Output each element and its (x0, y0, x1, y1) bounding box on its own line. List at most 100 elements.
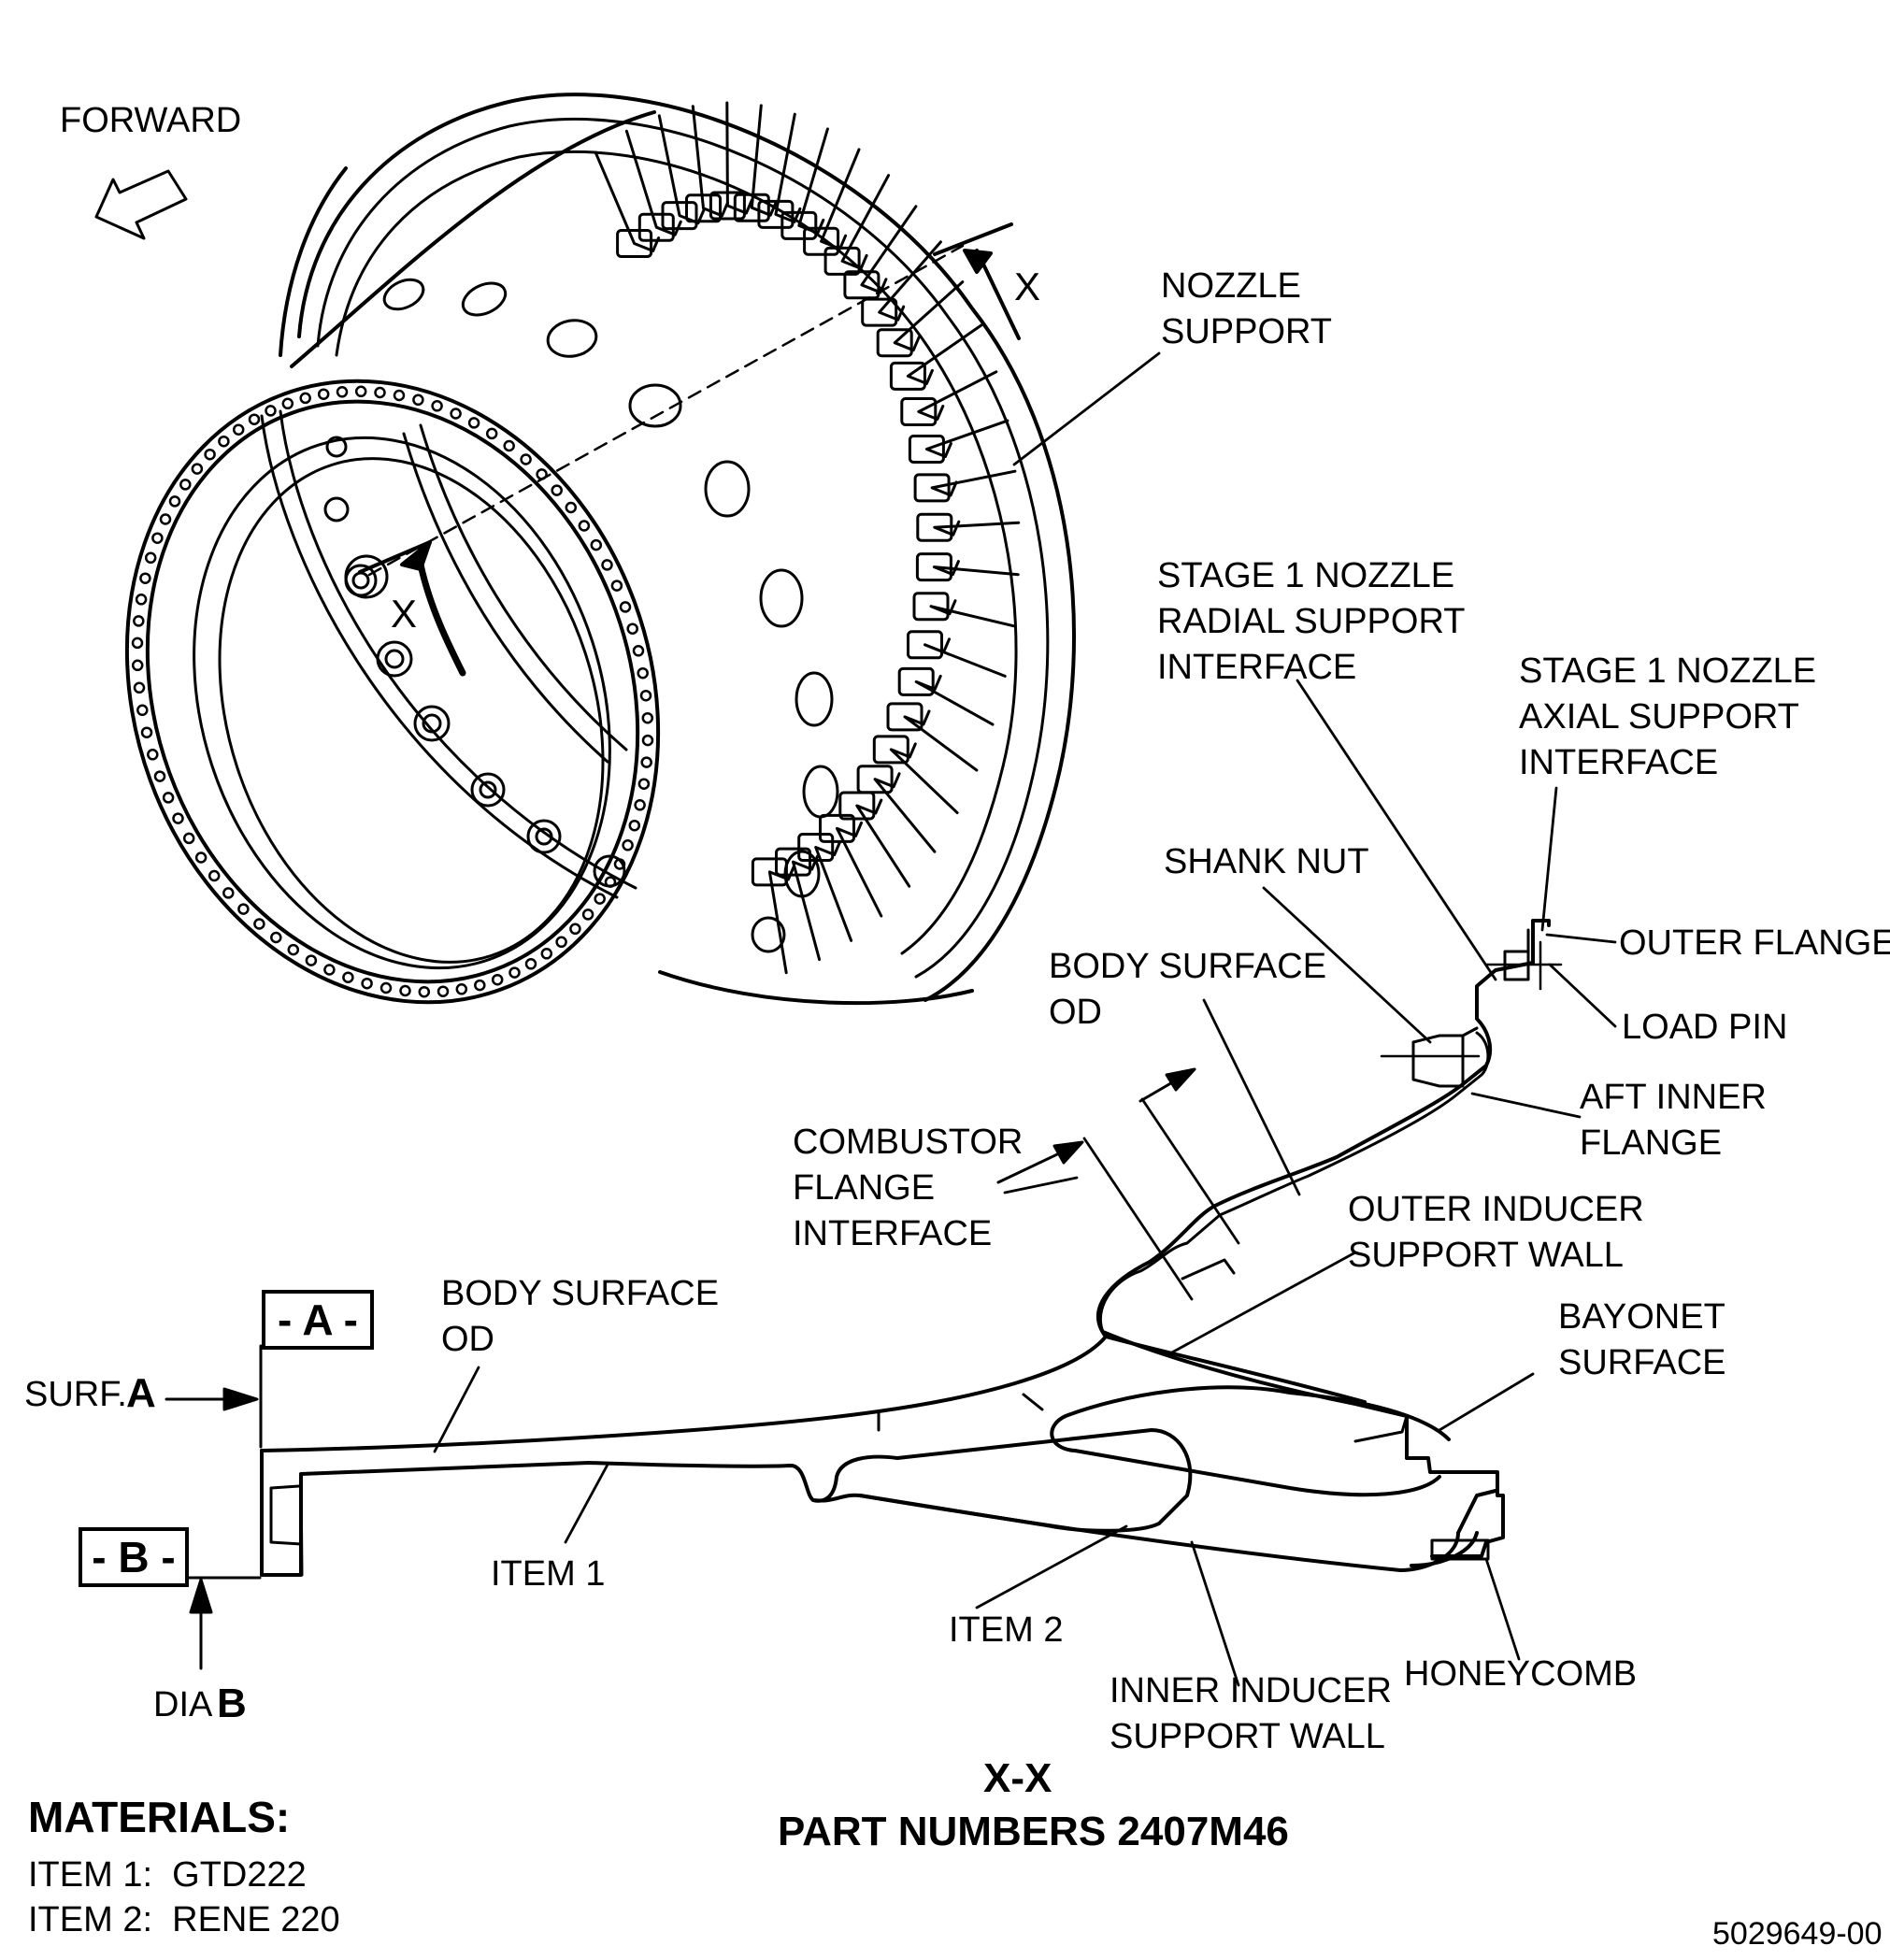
combustor-flange-interface-label: COMBUSTOR FLANGE INTERFACE (793, 1123, 1024, 1253)
bolt-hole (305, 954, 318, 966)
vane-lug (897, 666, 935, 696)
vane-tab (924, 419, 1009, 458)
bolt-hole (569, 923, 581, 936)
bolt-hole (299, 392, 311, 405)
bayonet-surface-label: BAYONET SURFACE (1558, 1297, 1726, 1382)
vane-tab (797, 127, 829, 235)
nozzle-vane-segments (594, 101, 1021, 975)
vane-lug (856, 765, 894, 794)
bolt-hole (399, 984, 411, 997)
bolt-hole (151, 532, 164, 544)
bolt-hole (270, 931, 282, 944)
bolt-hole (637, 666, 649, 680)
bolt-hole (287, 943, 300, 956)
bolt-hole (133, 681, 146, 694)
bolt-hole (379, 981, 393, 994)
vane-tab (893, 280, 965, 352)
bolt-hole (135, 594, 148, 606)
vane-tab (924, 637, 1007, 678)
vane-tab (725, 101, 753, 215)
bolt-hole (218, 435, 230, 448)
dimension-arrows (996, 1067, 1196, 1184)
vane-lug (861, 297, 898, 327)
item1-label: ITEM 1 (491, 1554, 606, 1594)
vane-lug (661, 201, 698, 231)
bolt-hole (437, 985, 450, 997)
vane-tab (792, 854, 822, 962)
datum-b-box: - B - (79, 1527, 189, 1587)
vane-lug (757, 199, 795, 229)
bolt-hole (265, 405, 277, 417)
vane-tab (860, 205, 918, 294)
bolt-hole (594, 893, 606, 905)
vane-tab (932, 560, 1020, 577)
bolt-hole (208, 869, 221, 882)
bolt-hole (520, 453, 532, 465)
bolt-hole (194, 851, 208, 864)
vane-lug (803, 226, 840, 256)
bolt-hole (237, 903, 250, 915)
bolt-hole (485, 427, 498, 440)
vane-lug (889, 361, 926, 391)
vane-lug (916, 512, 953, 542)
vane-tab (917, 370, 998, 421)
bolt-hole (323, 964, 336, 976)
vane-lug (823, 246, 861, 276)
vane-lug (876, 328, 913, 358)
bolt-hole (168, 495, 181, 508)
vane-lug (915, 552, 952, 582)
vane-lug (886, 702, 924, 732)
bolt-hole (601, 559, 613, 571)
bolt-hole (133, 615, 145, 627)
bolt-hole (640, 756, 652, 768)
forward-arrow-icon (94, 169, 188, 240)
vane-tab (933, 520, 1021, 536)
vane-lug (913, 473, 951, 503)
figure-id: 5029649-00 (1712, 1916, 1883, 1952)
materials-heading: MATERIALS: (28, 1793, 291, 1841)
bolt-hole (253, 918, 265, 930)
stage1-radial-support-label: STAGE 1 NOZZLE RADIAL SUPPORT INTERFACE (1157, 556, 1466, 687)
vane-tab (691, 105, 729, 218)
vane-lug (780, 210, 818, 240)
vane-tab (929, 599, 1015, 628)
dia-b-letter: B (217, 1681, 247, 1726)
bolt-hole (641, 734, 654, 747)
body-surface-od-upper-label: BODY SURFACE OD (1049, 947, 1327, 1032)
bolt-hole (232, 423, 245, 436)
vane-lug (900, 397, 938, 426)
bolt-hole (418, 985, 431, 998)
vane-tab (657, 114, 706, 225)
forward-label: FORWARD (60, 101, 242, 140)
vane-tab (750, 104, 778, 217)
bolt-hole (632, 645, 645, 657)
bolt-hole (455, 983, 468, 995)
bolt-hole (637, 778, 651, 790)
bolt-hole (619, 601, 632, 613)
bolt-hole (565, 501, 578, 514)
surf-a-letter: A (126, 1370, 156, 1416)
vane-tab (914, 674, 995, 726)
vane-tab (774, 112, 802, 223)
vane-lug (775, 847, 811, 877)
nozzle-support-3d-view (124, 93, 1076, 1006)
bolt-hole (610, 579, 623, 592)
vane-tab (855, 798, 911, 888)
vane-tab (836, 821, 883, 918)
bolt-hole (622, 839, 634, 851)
bolt-hole (551, 484, 563, 496)
stage1-axial-support-label: STAGE 1 NOZZLE AXIAL SUPPORT INTERFACE (1519, 651, 1817, 782)
bolt-hole (131, 637, 144, 650)
bolt-hole (581, 908, 594, 921)
bolt-hole (172, 812, 184, 824)
nozzle-support-label: NOZZLE SUPPORT (1161, 266, 1333, 351)
vane-tab (930, 469, 1017, 497)
vane-lug (685, 193, 722, 223)
bolt-hole (281, 397, 294, 410)
datum-a-box: - A - (262, 1290, 374, 1350)
bolt-hole (412, 393, 424, 407)
section-x-bottom-label: X (391, 592, 418, 636)
section-title: X-X (983, 1755, 1052, 1801)
vane-lug (907, 630, 943, 660)
section-x-top-label: X (1014, 265, 1041, 308)
